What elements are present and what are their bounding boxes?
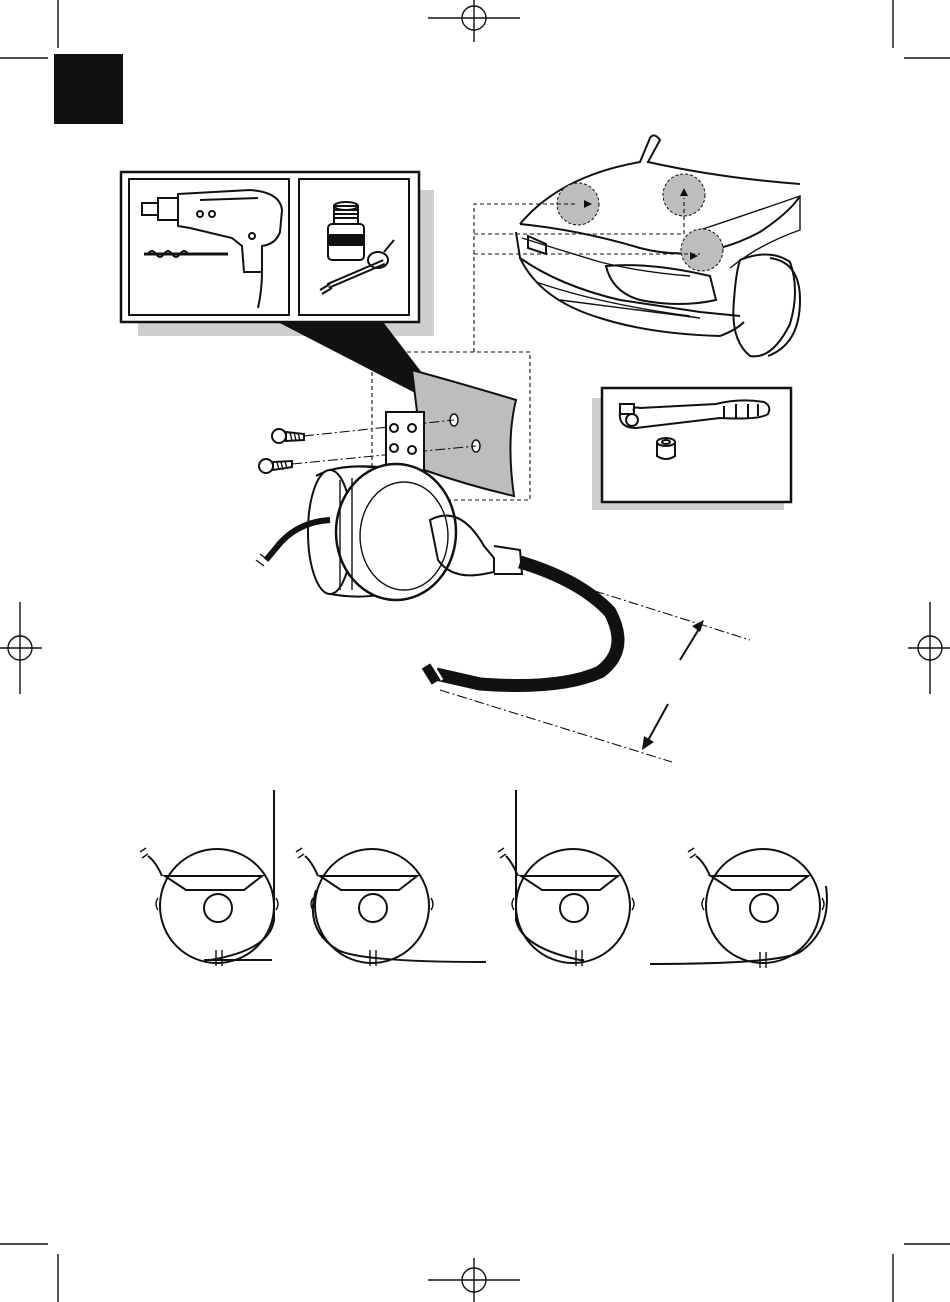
registration-mark-right: [908, 602, 950, 694]
orientation-step-4: [650, 848, 827, 968]
air-hose: [426, 562, 618, 686]
orientation-step-1: [140, 790, 278, 966]
registration-mark-bottom: [428, 1258, 520, 1302]
registration-mark-left: [0, 602, 42, 694]
section-tab: [54, 54, 123, 124]
orientation-step-3: [498, 790, 634, 966]
car-front: [516, 135, 800, 356]
screw-2: [259, 459, 292, 473]
registration-mark-top: [428, 0, 520, 42]
orientation-step-2: [296, 848, 486, 966]
threadlock-box: [299, 179, 409, 315]
wrench-panel: [592, 388, 791, 510]
mount-location-3: [681, 229, 723, 271]
tool-panel: [121, 172, 452, 412]
mount-location-1: [557, 183, 599, 225]
screw-1: [272, 429, 304, 443]
